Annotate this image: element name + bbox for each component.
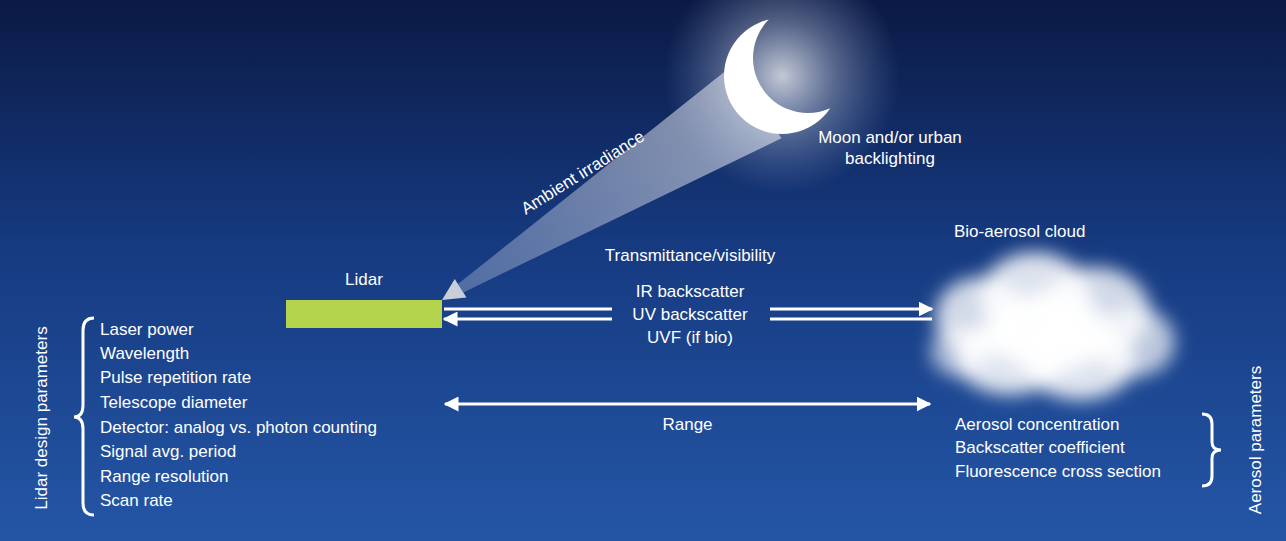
signal-line (444, 318, 612, 321)
signal-line (770, 308, 932, 311)
parameter-item: Laser power (100, 320, 194, 340)
cloud-puff (990, 292, 1110, 372)
group-title: Aerosol parameters (1246, 366, 1266, 514)
signal-label: IR backscatter (636, 282, 745, 302)
parameter-item: Telescope diameter (100, 393, 247, 413)
parameter-item: Signal avg. period (100, 442, 236, 462)
moon-light-source: Moon and/or urban backlighting (700, 6, 1000, 181)
node-text: Lidar (345, 270, 383, 290)
cloud-shape (920, 222, 1185, 407)
group-title: Lidar design parameters (32, 326, 52, 509)
right-brace (1202, 414, 1221, 486)
range-line (445, 403, 930, 406)
parameter-item: Range resolution (100, 467, 229, 487)
parameter-item: Wavelength (100, 344, 189, 364)
signal-label: UV backscatter (632, 305, 747, 325)
signal-line (770, 318, 932, 321)
moon-crescent-shape (724, 18, 840, 134)
node-text: Moon and/or urban backlighting (806, 127, 974, 169)
parameter-item: Detector: analog vs. photon counting (100, 418, 377, 438)
bio-aerosol-cloud: Bio-aerosol cloud (920, 222, 1185, 407)
node-text: Bio-aerosol cloud (954, 222, 1085, 242)
edge-label: Range (662, 415, 712, 435)
visibility-label: Transmittance/visibility (605, 246, 775, 266)
cloud-puff (930, 327, 990, 377)
signal-label: UVF (if bio) (647, 328, 733, 348)
parameter-item: Fluorescence cross section (955, 462, 1161, 482)
lidar-box: Lidar (286, 300, 442, 328)
connector (445, 404, 930, 405)
parameter-item: Aerosol concentration (955, 415, 1119, 435)
left-brace (74, 318, 94, 515)
parameter-item: Pulse repetition rate (100, 368, 251, 388)
cloud-puffs (930, 252, 1175, 400)
parameter-item: Scan rate (100, 491, 173, 511)
beam-arrowhead (442, 279, 466, 300)
signal-line (444, 308, 612, 311)
parameter-item: Backscatter coefficient (955, 438, 1125, 458)
